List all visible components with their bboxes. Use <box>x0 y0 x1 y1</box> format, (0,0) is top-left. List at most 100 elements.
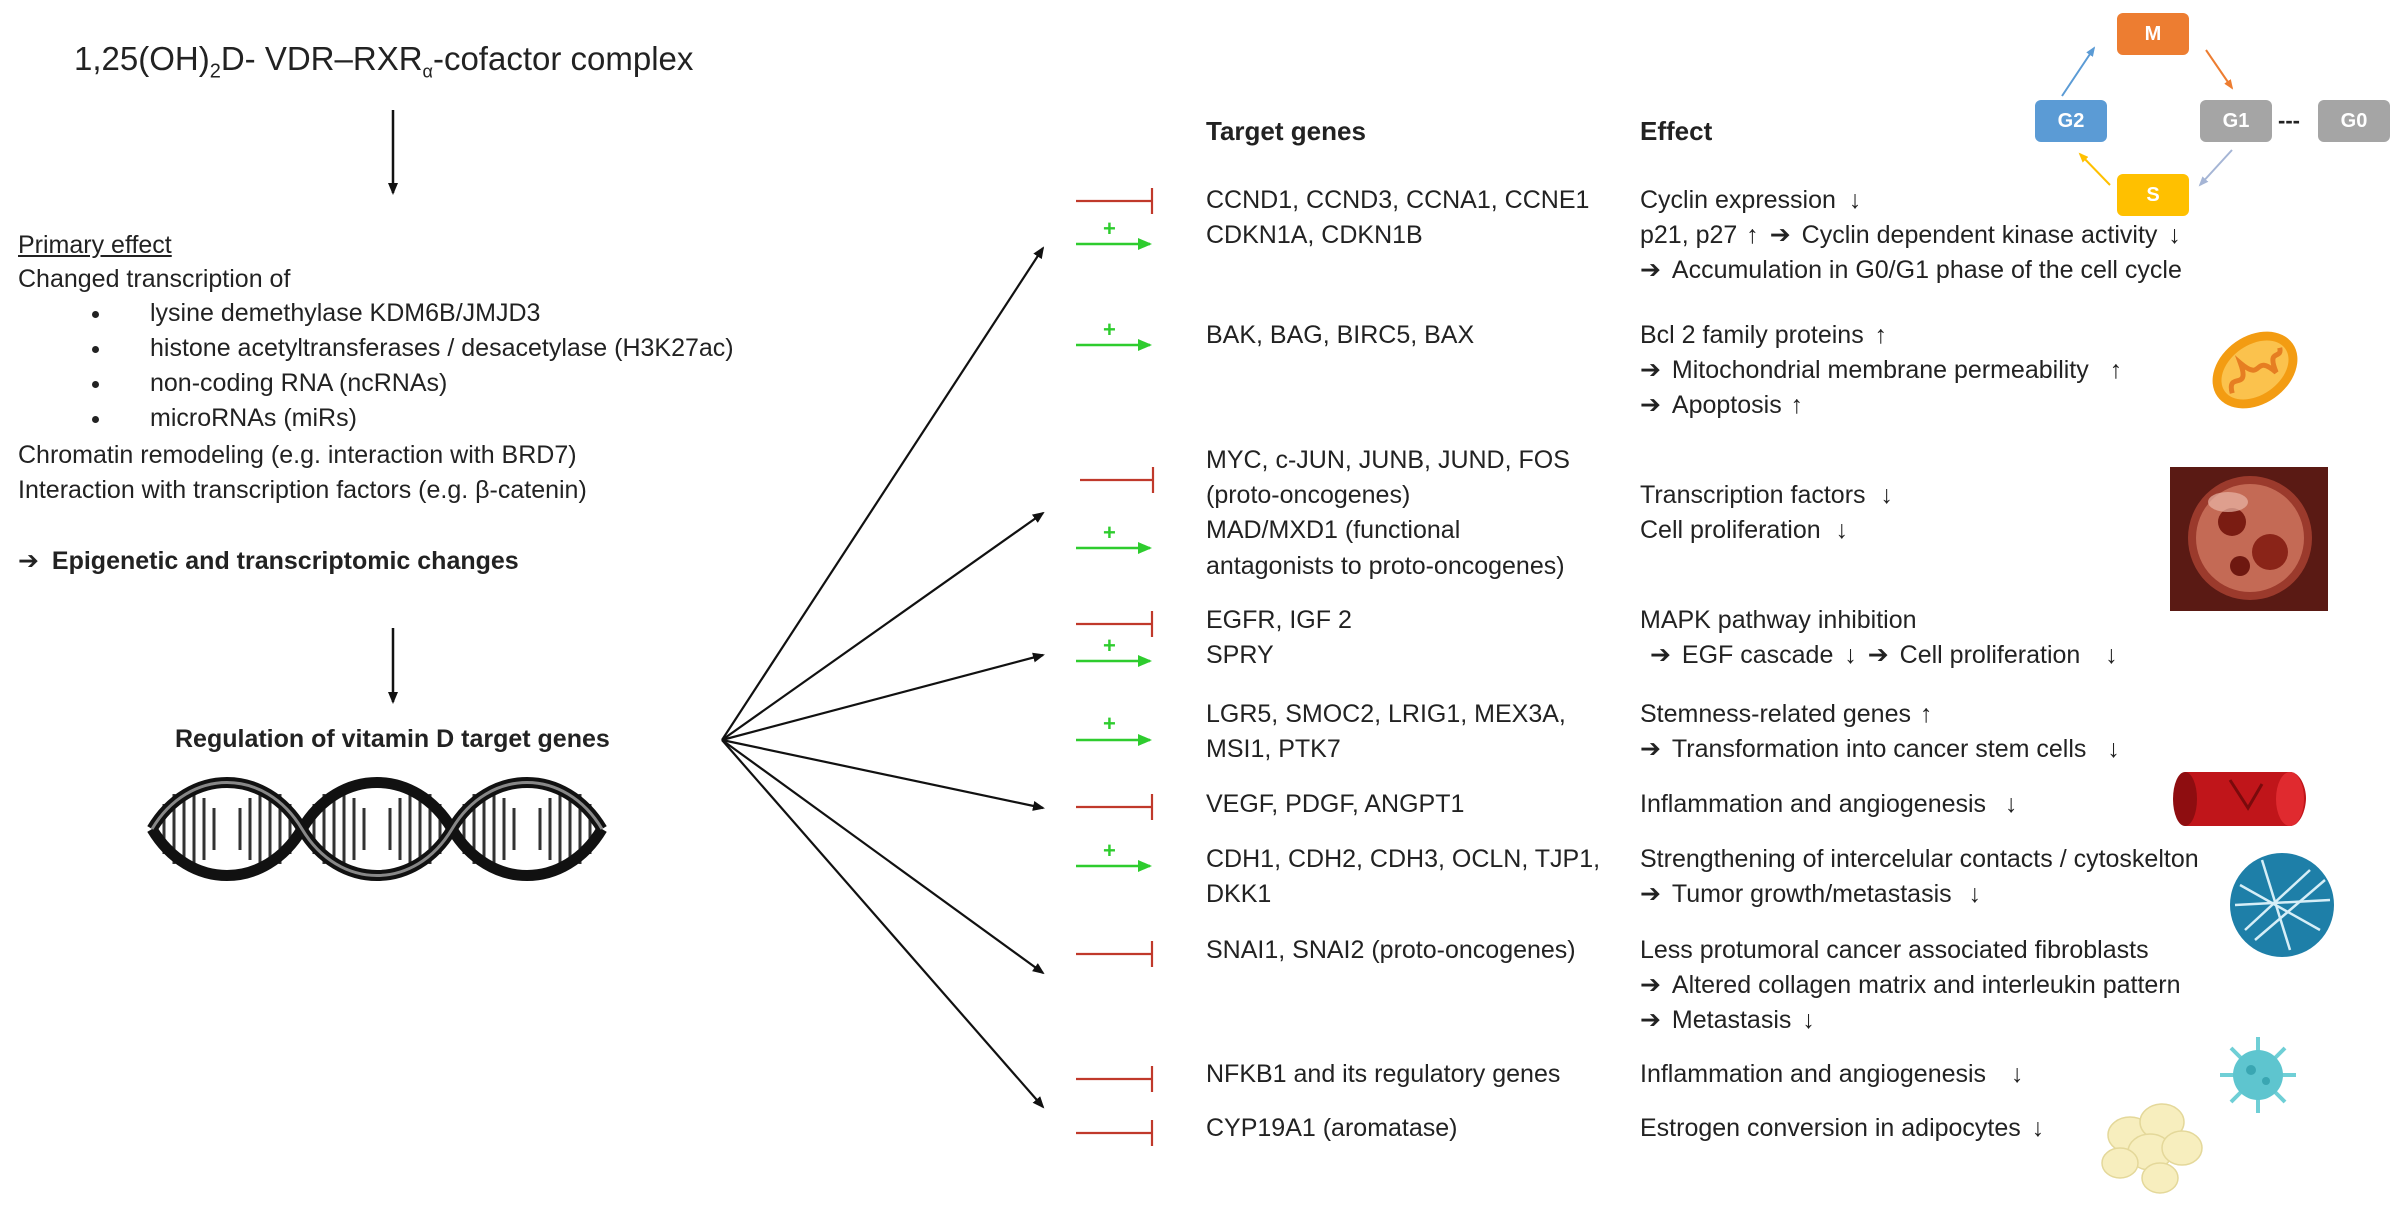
plus-sign: + <box>1103 317 1116 342</box>
down-arrow-icon: ↓ <box>1880 481 1894 509</box>
phase-s-label: S <box>2146 184 2160 206</box>
down-arrow-icon: ↓ <box>2011 1060 2024 1088</box>
effect-text: Mitochondrial membrane permeability <box>1671 356 2089 384</box>
phase-g1-label: G1 <box>2222 110 2250 132</box>
right-arrow-icon: ➔ <box>1640 880 1661 908</box>
effect-line: ➔ Mitochondrial membrane permeability ↑ <box>1640 355 2122 385</box>
effect-line: MAPK pathway inhibition <box>1640 606 1917 634</box>
effect-text: Cell proliferation <box>1899 641 2081 669</box>
title-sub1: 2 <box>209 60 221 83</box>
down-arrow-icon: ↓ <box>1802 1006 1815 1034</box>
down-arrow-icon: ↓ <box>2105 641 2118 669</box>
gene-text: SNAI1, SNAI2 (proto-oncogenes) <box>1206 936 1576 964</box>
dna-helix-icon <box>147 777 607 881</box>
gene-text: NFKB1 and its regulatory genes <box>1206 1060 1561 1088</box>
regulation-label: Regulation of vitamin D target genes <box>175 725 610 753</box>
bullet-item: microRNAs (miRs) <box>150 404 357 432</box>
gene-text: MYC, c-JUN, JUNB, JUND, FOS <box>1206 446 1570 474</box>
bullet-item: lysine demethylase KDM6B/JMJD3 <box>150 299 541 327</box>
right-arrow-icon: ➔ <box>1640 1006 1661 1034</box>
gene-text: (proto-oncogenes) <box>1206 481 1411 509</box>
bullet-dot <box>92 381 99 388</box>
right-arrow-icon: ➔ <box>1640 971 1661 999</box>
effect-text: Inflammation and angiogenesis <box>1640 790 1987 818</box>
right-arrow-icon: ➔ <box>1867 641 1889 669</box>
g1-g0-dash: --- <box>2278 108 2300 133</box>
cancer-cell-image <box>2170 467 2328 611</box>
gene-text: VEGF, PDGF, ANGPT1 <box>1206 790 1465 818</box>
blood-vessel-icon <box>2173 772 2306 826</box>
effect-text: Cyclin expression <box>1640 186 1836 214</box>
effect-line: Cell proliferation ↓ <box>1640 515 1848 545</box>
down-arrow-icon: ↓ <box>1968 880 1982 908</box>
title-suffix: -cofactor complex <box>432 40 694 77</box>
effect-line: ➔ Tumor growth/metastasis ↓ <box>1640 879 1981 909</box>
right-arrow-icon: ➔ <box>1640 391 1661 419</box>
phase-g2-label: G2 <box>2057 110 2085 132</box>
effect-text: EGF cascade <box>1681 641 1834 669</box>
plus-sign: + <box>1103 216 1116 241</box>
title-sub2: α <box>422 61 433 82</box>
inhibition-lines <box>1076 188 1155 1146</box>
down-arrow-icon: ↓ <box>2168 221 2181 249</box>
effect-line: ➔ Metastasis ↓ <box>1640 1005 1815 1035</box>
gene-text: MAD/MXD1 (functional <box>1206 516 1461 544</box>
phase-g0-label: G0 <box>2340 110 2368 132</box>
epigenetic-changes: ➔ Epigenetic and transcriptomic changes <box>18 546 519 576</box>
plus-sign: + <box>1103 838 1116 863</box>
effect-text: Accumulation in G0/G1 phase of the cell … <box>1671 256 2182 284</box>
plus-sign: + <box>1103 520 1116 545</box>
effect-line: Inflammation and angiogenesis ↓ <box>1640 1059 2024 1089</box>
down-arrow-icon: ↓ <box>1844 641 1857 669</box>
gene-text: BAK, BAG, BIRC5, BAX <box>1206 321 1475 349</box>
effect-line: Bcl 2 family proteins ↑ <box>1640 320 1887 350</box>
effect-line: Cyclin expression ↓ <box>1640 185 1861 215</box>
bullet-dot <box>92 311 99 318</box>
virus-icon <box>2220 1037 2296 1113</box>
right-arrow-icon: ➔ <box>1769 221 1791 249</box>
gene-text: CDKN1A, CDKN1B <box>1206 221 1423 249</box>
down-arrow-icon: ↓ <box>1848 186 1862 214</box>
effect-line: ➔ Accumulation in G0/G1 phase of the cel… <box>1640 255 2182 285</box>
down-arrow-icon: ↓ <box>2005 790 2018 818</box>
bullet-dot <box>92 346 99 353</box>
cytoskeleton-icon <box>2230 853 2334 957</box>
up-arrow-icon: ↑ <box>1746 221 1759 249</box>
plus-sign: + <box>1103 633 1116 658</box>
gene-text: SPRY <box>1206 641 1274 669</box>
activation-arrows <box>1076 238 1152 872</box>
effect-line: ➔ EGF cascade ↓ ➔ Cell proliferation ↓ <box>1650 640 2118 670</box>
effect-text: Apoptosis <box>1671 391 1782 419</box>
gene-text: DKK1 <box>1206 880 1272 908</box>
down-arrow-icon: ↓ <box>1835 516 1849 544</box>
plus-sign: + <box>1103 711 1116 736</box>
effect-text: Transformation into cancer stem cells <box>1671 735 2087 763</box>
effect-text: Cell proliferation <box>1640 516 1821 544</box>
right-arrow-icon: ➔ <box>1650 641 1671 669</box>
cycle-arrow <box>2205 49 2234 90</box>
gene-text: LGR5, SMOC2, LRIG1, MEX3A, <box>1206 700 1566 728</box>
complex-title: 1,25(OH)2D- VDR–RXRα-cofactor complex <box>74 42 693 87</box>
cycle-arrow <box>2078 152 2111 186</box>
phase-s-box <box>2117 174 2189 216</box>
target-genes-header: Target genes <box>1206 116 1366 146</box>
fan-arrows <box>721 246 1045 1109</box>
chromatin-remodeling: Chromatin remodeling (e.g. interaction w… <box>18 441 577 469</box>
up-arrow-icon: ↑ <box>2109 356 2123 384</box>
effect-line: Transcription factors ↓ <box>1640 480 1893 510</box>
effect-text: p21, p27 <box>1640 221 1738 249</box>
right-arrow-icon: ➔ <box>1640 256 1661 284</box>
up-arrow-icon: ↑ <box>1919 700 1933 728</box>
gene-text: CDH1, CDH2, CDH3, OCLN, TJP1, <box>1206 845 1601 873</box>
effect-text: Tumor growth/metastasis <box>1671 880 1952 908</box>
gene-text: EGFR, IGF 2 <box>1206 606 1352 634</box>
cycle-arrow <box>2198 149 2233 187</box>
primary-effect-heading: Primary effect <box>18 231 172 259</box>
mitochondrion-icon <box>2212 331 2298 409</box>
effect-line: Strengthening of intercelular contacts /… <box>1640 845 2199 873</box>
effect-line: Less protumoral cancer associated fibrob… <box>1640 936 2149 964</box>
right-arrow-icon: ➔ <box>1640 356 1661 384</box>
effect-text: Estrogen conversion in adipocytes <box>1640 1114 2021 1142</box>
up-arrow-icon: ↑ <box>1874 321 1888 349</box>
effect-line: ➔ Altered collagen matrix and interleuki… <box>1640 970 2181 1000</box>
